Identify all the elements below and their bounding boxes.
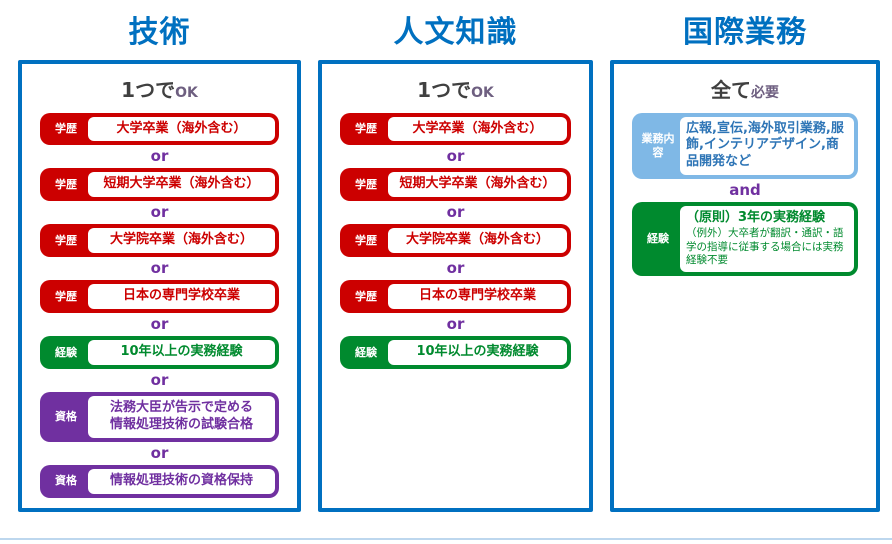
row-body: 情報処理技術の資格保持 (88, 468, 275, 494)
row-qualification-exam-pass: 資格 法務大臣が告示で定める 情報処理技術の試験合格 (40, 391, 279, 442)
box-header: 全て必要 (632, 74, 858, 103)
row-text: 情報処理技術の試験合格 (109, 416, 253, 432)
box-header-sub: OK (471, 84, 494, 101)
or-connector: or (446, 259, 465, 278)
row-label: 資格 (55, 409, 77, 423)
row-body: 広報,宣伝,海外取引業務,服飾,インテリアデザイン,商品開発など (680, 116, 854, 176)
requirements-box-gijutsu: 1つでOK 学歴 大学卒業（海外含む） or 学歴 短期大学卒業（海外含む） o… (18, 59, 301, 512)
row-qualification-holder: 資格 情報処理技術の資格保持 (40, 464, 279, 498)
row-body: 大学卒業（海外含む） (388, 116, 567, 142)
or-connector: or (446, 147, 465, 166)
row-text: 大学院卒業（海外含む） (405, 232, 549, 248)
row-experience-10years: 経験 10年以上の実務経験 (340, 336, 571, 369)
or-connector: or (150, 315, 169, 334)
row-text-exception: （例外）大卒者が翻訳・通訳・語学の指導に従事する場合には実務経験不要 (686, 227, 844, 267)
row-label: 資格 (55, 474, 77, 488)
row-text: 法務大臣が告示で定める (109, 399, 253, 415)
row-text-principle: （原則）3年の実務経験 (686, 210, 826, 226)
row-label: 学歴 (55, 122, 77, 136)
columns-container: 技術 1つでOK 学歴 大学卒業（海外含む） or 学歴 短期大学卒業（海外含む… (18, 15, 880, 512)
bottom-divider (0, 538, 892, 540)
row-body: 日本の専門学校卒業 (388, 284, 567, 310)
requirements-box-jinbunchishiki: 1つでOK 学歴 大学卒業（海外含む） or 学歴 短期大学卒業（海外含む） o… (318, 59, 593, 512)
row-experience-3years: 経験 （原則）3年の実務経験 （例外）大卒者が翻訳・通訳・語学の指導に従事する場… (632, 202, 858, 276)
box-header: 1つでOK (340, 74, 571, 103)
box-header-sub: OK (175, 84, 198, 101)
row-label: 経験 (55, 345, 77, 359)
row-text: 情報処理技術の資格保持 (109, 472, 253, 488)
row-label: 学歴 (55, 177, 77, 191)
row-body: 法務大臣が告示で定める 情報処理技術の試験合格 (88, 395, 275, 438)
row-text: 日本の専門学校卒業 (418, 288, 536, 304)
row-body: 日本の専門学校卒業 (88, 284, 275, 310)
box-header-sub: 必要 (751, 84, 779, 101)
column-title-jinbunchishiki: 人文知識 (393, 15, 518, 50)
row-education-grad-school: 学歴 大学院卒業（海外含む） (340, 224, 571, 258)
row-body: 短期大学卒業（海外含む） (388, 172, 567, 198)
row-body: 大学卒業（海外含む） (88, 116, 275, 142)
row-education-junior-college: 学歴 短期大学卒業（海外含む） (40, 168, 279, 202)
box-header-main: 1つで (121, 77, 176, 102)
or-connector: or (446, 203, 465, 222)
requirements-box-kokusaigyomu: 全て必要 業務内容 広報,宣伝,海外取引業務,服飾,インテリアデザイン,商品開発… (610, 59, 880, 512)
row-label: 学歴 (355, 289, 377, 303)
and-connector: and (729, 181, 761, 200)
row-text: 短期大学卒業（海外含む） (399, 176, 556, 192)
or-connector: or (446, 315, 465, 334)
row-label: 学歴 (355, 233, 377, 247)
row-text: 短期大学卒業（海外含む） (103, 176, 260, 192)
row-body: 10年以上の実務経験 (388, 340, 567, 365)
row-label: 学歴 (55, 289, 77, 303)
row-body: 大学院卒業（海外含む） (88, 228, 275, 254)
or-connector: or (150, 147, 169, 166)
box-header-main: 全て (711, 77, 751, 102)
row-text: 大学卒業（海外含む） (412, 120, 543, 136)
or-connector: or (150, 443, 169, 462)
row-body: （原則）3年の実務経験 （例外）大卒者が翻訳・通訳・語学の指導に従事する場合には… (680, 206, 854, 272)
row-body: 短期大学卒業（海外含む） (88, 172, 275, 198)
row-education-grad-school: 学歴 大学院卒業（海外含む） (40, 224, 279, 258)
row-text: 10年以上の実務経験 (416, 344, 539, 360)
row-text: 大学卒業（海外含む） (116, 120, 247, 136)
or-connector: or (150, 370, 169, 389)
or-connector: or (150, 259, 169, 278)
column-kokusaigyomu: 国際業務 全て必要 業務内容 広報,宣伝,海外取引業務,服飾,インテリアデザイン… (610, 15, 880, 512)
box-header-main: 1つで (417, 77, 472, 102)
column-gijutsu: 技術 1つでOK 学歴 大学卒業（海外含む） or 学歴 短期大学卒業（海外含む… (18, 15, 301, 512)
row-education-junior-college: 学歴 短期大学卒業（海外含む） (340, 168, 571, 202)
row-body: 10年以上の実務経験 (88, 340, 275, 365)
row-text: 10年以上の実務経験 (120, 344, 243, 360)
row-text: 広報,宣伝,海外取引業務,服飾,インテリアデザイン,商品開発など (686, 120, 844, 170)
row-label: 経験 (647, 232, 669, 246)
or-connector: or (150, 203, 169, 222)
row-work-content: 業務内容 広報,宣伝,海外取引業務,服飾,インテリアデザイン,商品開発など (632, 112, 858, 180)
column-title-kokusaigyomu: 国際業務 (683, 15, 807, 50)
row-education-vocational-school: 学歴 日本の専門学校卒業 (40, 280, 279, 314)
column-jinbunchishiki: 人文知識 1つでOK 学歴 大学卒業（海外含む） or 学歴 短期大学卒業（海外… (318, 15, 593, 512)
row-text: 日本の専門学校卒業 (122, 288, 240, 304)
row-label: 経験 (355, 345, 377, 359)
row-label: 学歴 (355, 122, 377, 136)
row-experience-10years: 経験 10年以上の実務経験 (40, 336, 279, 369)
row-label: 学歴 (55, 233, 77, 247)
column-title-gijutsu: 技術 (128, 15, 191, 50)
row-education-university: 学歴 大学卒業（海外含む） (40, 112, 279, 146)
row-label: 学歴 (355, 177, 377, 191)
row-education-university: 学歴 大学卒業（海外含む） (340, 112, 571, 146)
row-label: 業務内容 (641, 132, 675, 159)
row-education-vocational-school: 学歴 日本の専門学校卒業 (340, 280, 571, 314)
row-text: 大学院卒業（海外含む） (109, 232, 253, 248)
box-header: 1つでOK (40, 74, 279, 103)
row-body: 大学院卒業（海外含む） (388, 228, 567, 254)
